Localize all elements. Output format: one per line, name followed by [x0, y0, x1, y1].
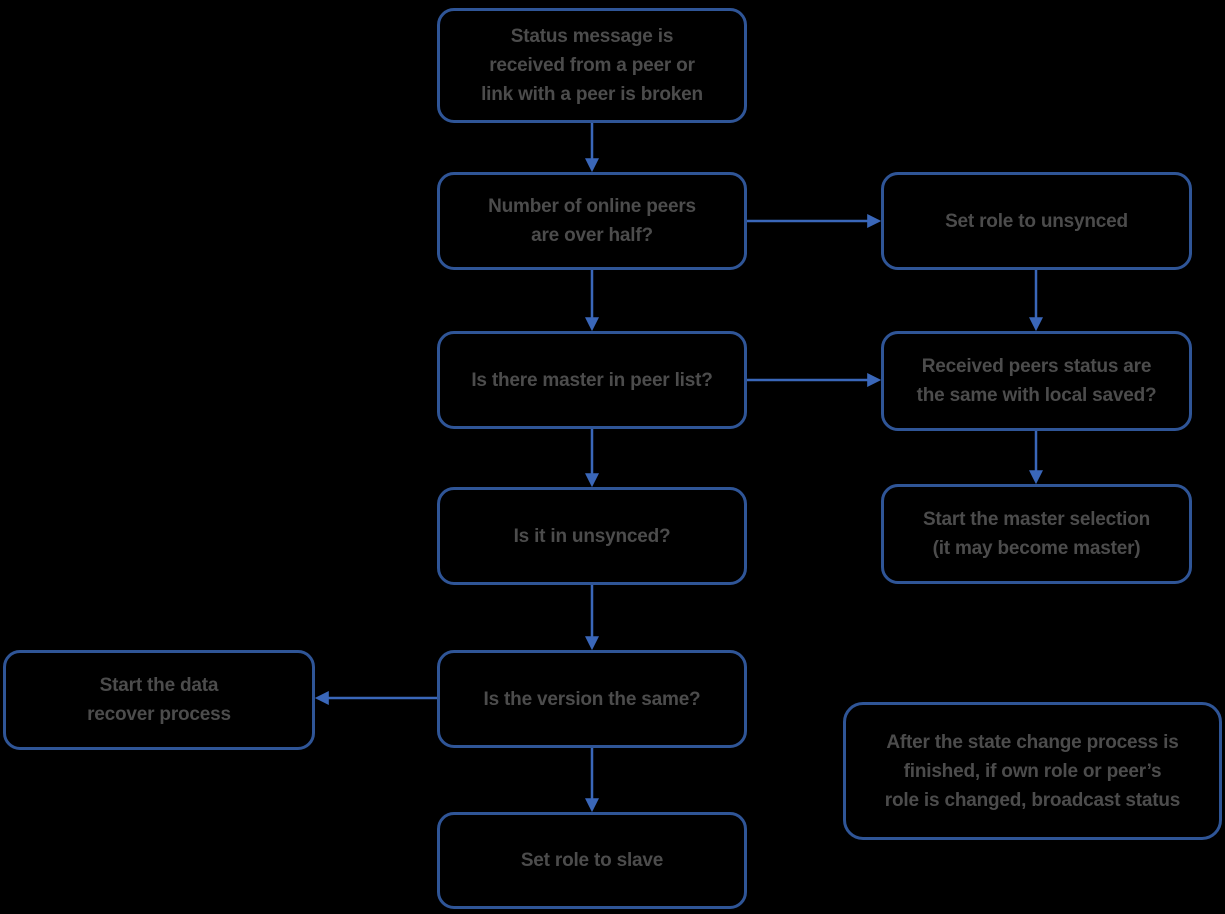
node-master-in-peer-list: Is there master in peer list?	[437, 331, 747, 429]
node-version-same-label: Is the version the same?	[483, 688, 701, 710]
node-set-role-slave-label: Set role to slave	[520, 850, 664, 871]
node-peers-over-half-label: Number of online peers are over half?	[488, 196, 696, 246]
node-version-same: Is the version the same?	[437, 650, 747, 748]
node-is-in-unsynced-label: Is it in unsynced?	[513, 525, 671, 547]
node-start-data-recover-label: Start the data recover process	[87, 675, 231, 725]
node-broadcast-note: After the state change process is finish…	[843, 702, 1222, 840]
node-start-data-recover: Start the data recover process	[3, 650, 315, 750]
node-broadcast-note-label: After the state change process is finish…	[884, 731, 1181, 811]
node-peers-over-half: Number of online peers are over half?	[437, 172, 747, 270]
node-status-received-label: Status message is received from a peer o…	[481, 26, 703, 105]
node-peers-status-same: Received peers status are the same with …	[881, 331, 1192, 431]
node-peers-status-same-label: Received peers status are the same with …	[916, 356, 1157, 406]
node-start-master-selection-label: Start the master selection (it may becom…	[922, 509, 1151, 559]
node-master-in-peer-list-label: Is there master in peer list?	[471, 369, 713, 391]
node-start-master-selection: Start the master selection (it may becom…	[881, 484, 1192, 584]
node-status-received: Status message is received from a peer o…	[437, 8, 747, 123]
node-set-role-slave: Set role to slave	[437, 812, 747, 909]
node-set-role-unsynced: Set role to unsynced	[881, 172, 1192, 270]
node-is-in-unsynced: Is it in unsynced?	[437, 487, 747, 585]
node-set-role-unsynced-label: Set role to unsynced	[945, 210, 1128, 232]
